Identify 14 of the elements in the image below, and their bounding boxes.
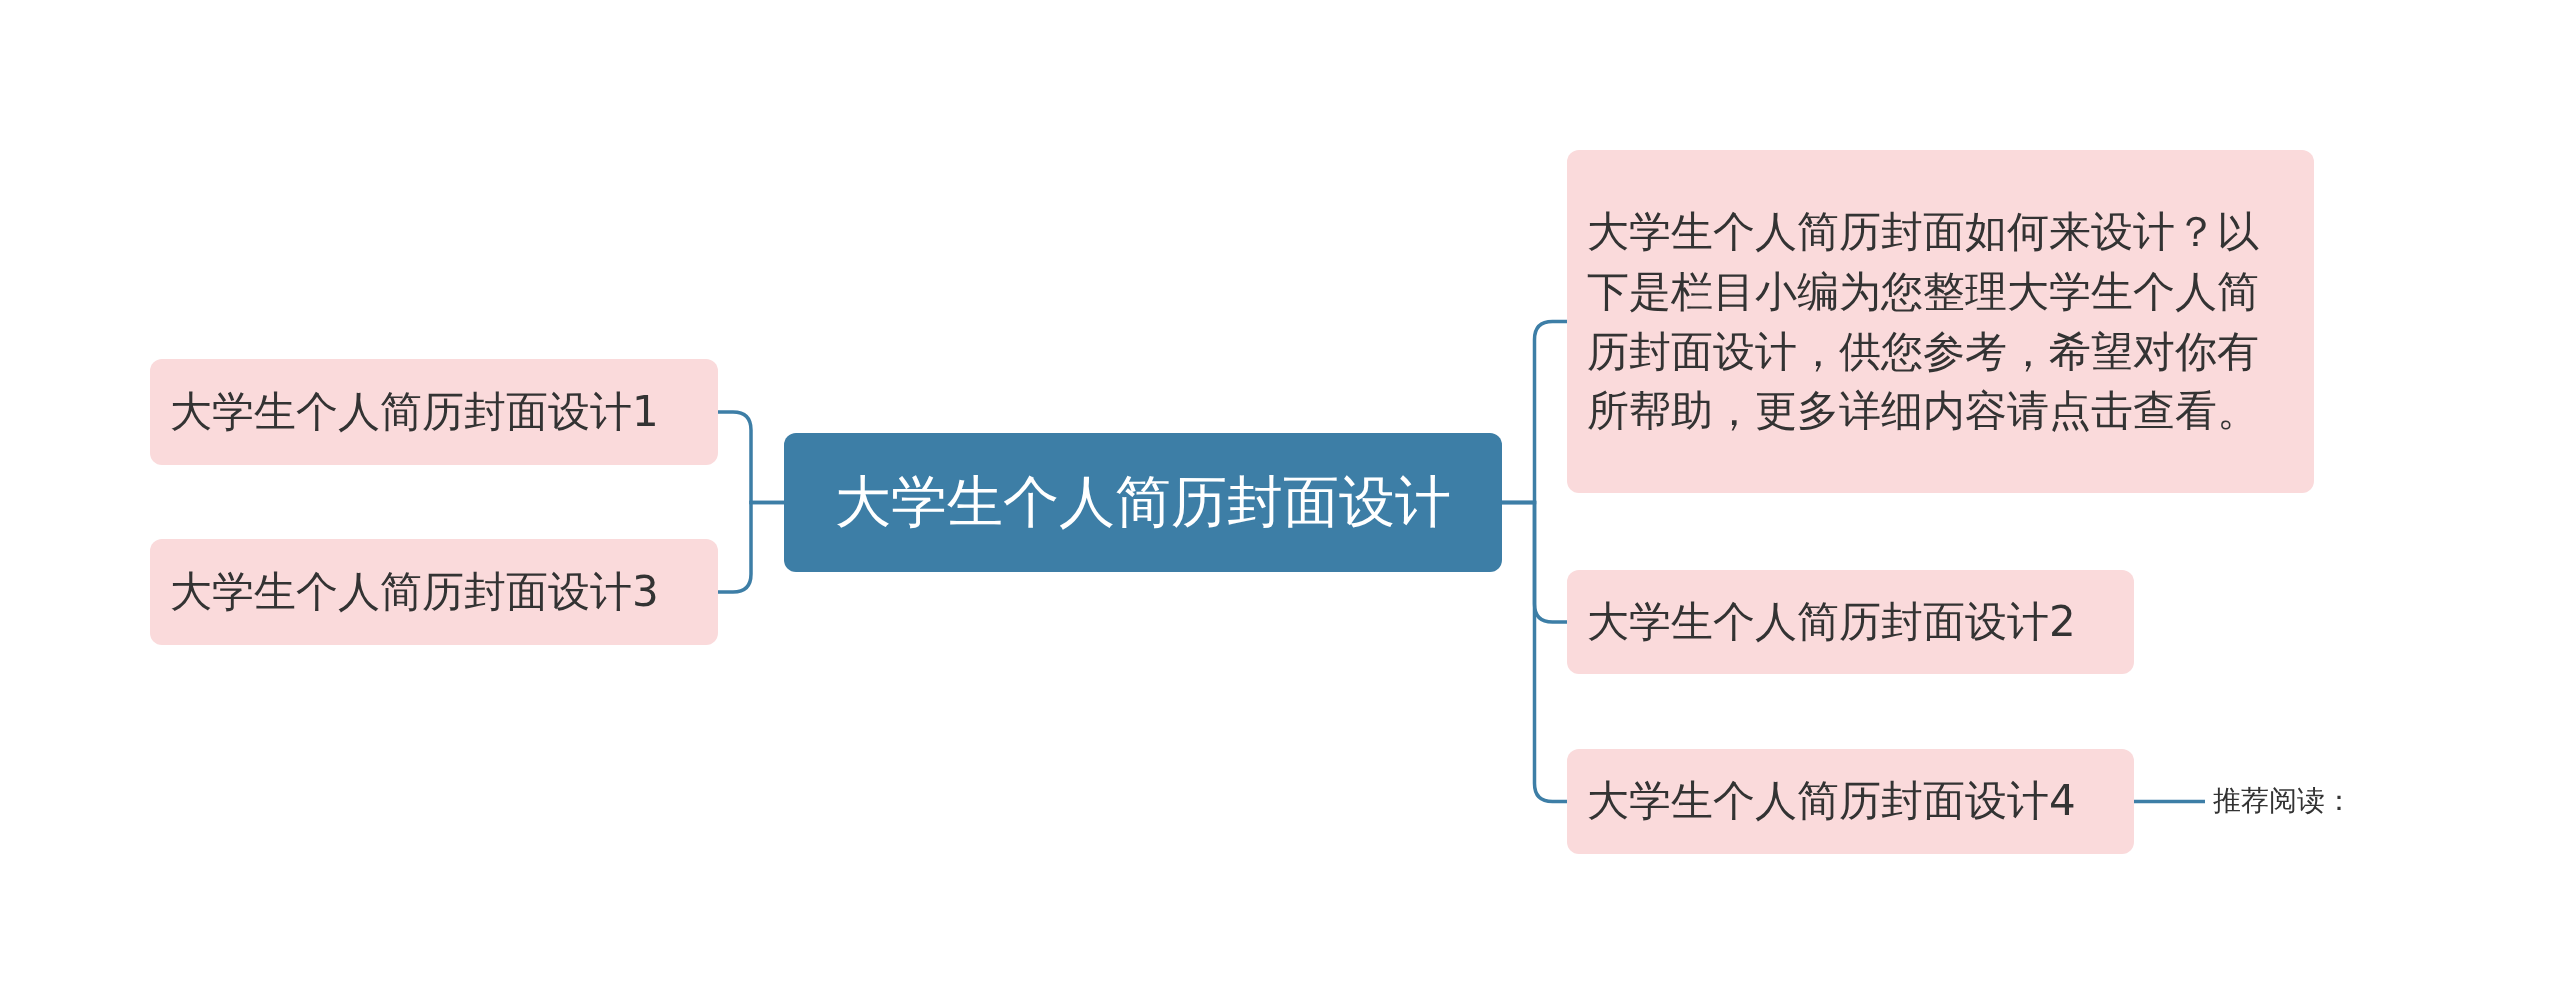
topic-text: 大学生个人简历封面设计 (835, 468, 1451, 537)
topic-text: 大学生个人简历封面设计1 (170, 385, 659, 438)
note-text: 推荐阅读： (2213, 783, 2353, 820)
topic-box (150, 359, 718, 465)
topic-text: 大学生个人简历封面设计4 (1587, 775, 2076, 828)
central-topic-box (784, 433, 1502, 572)
topic-box (1567, 150, 2314, 493)
topic-box (1567, 749, 2134, 854)
topic-text: 大学生个人简历封面如何来设计？以下是栏目小编为您整理大学生个人简历封面设计，供您参考，希望对你有所帮助，更多详细内容请点击查看。 (1587, 206, 2260, 438)
connector-line (2134, 799, 2205, 804)
topic-box (1567, 570, 2134, 674)
topic-box (150, 539, 718, 645)
topic-text: 大学生个人简历封面设计2 (1587, 595, 2076, 648)
topic-text: 大学生个人简历封面设计3 (170, 565, 659, 618)
